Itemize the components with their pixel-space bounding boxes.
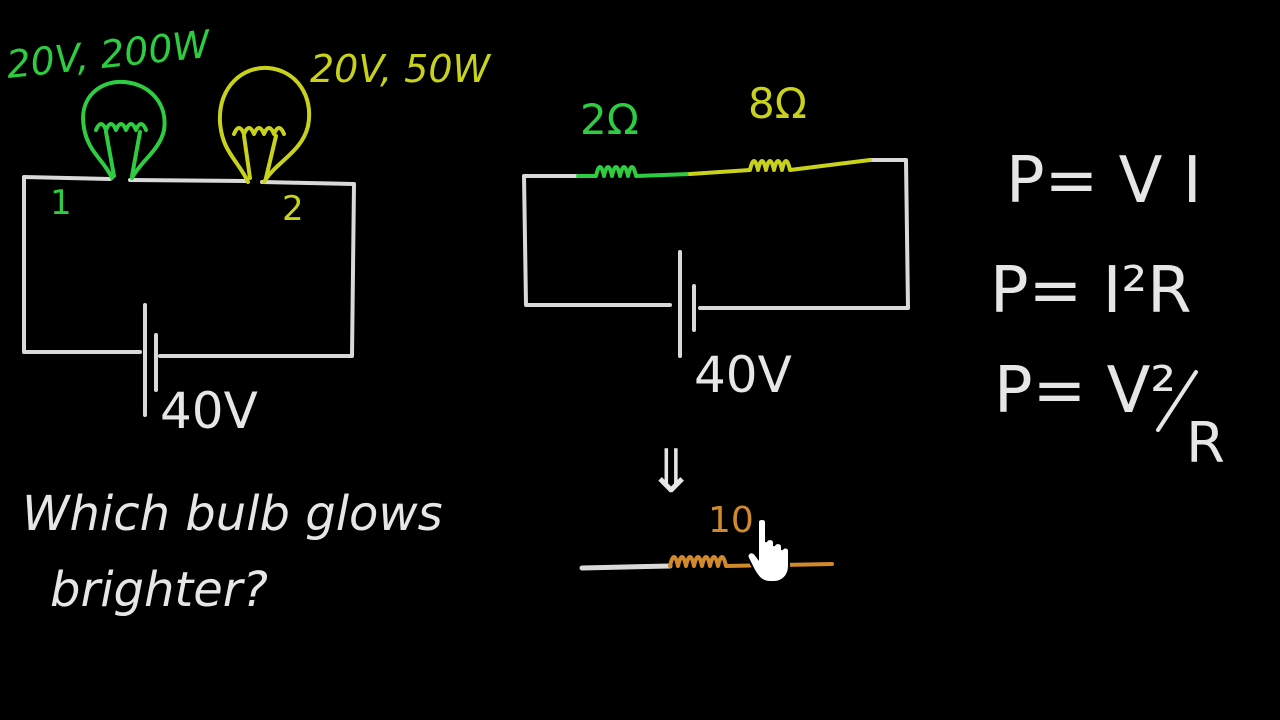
- left-circuit: [22, 65, 356, 417]
- bulb-2-label: 2: [282, 189, 304, 229]
- down-arrow-icon: ⇓: [646, 437, 696, 507]
- question-line-2: brighter?: [50, 562, 268, 618]
- resistor-2ohm: [576, 165, 692, 178]
- resistor-8ohm: [688, 158, 872, 176]
- left-circuit-wire: [22, 175, 356, 358]
- formula-p-vi: P= V I: [1006, 144, 1202, 218]
- left-battery-label: 40V: [160, 382, 258, 440]
- bulb-1-label: 1: [50, 183, 72, 223]
- formula-p-i2r: P= I²R: [990, 254, 1192, 328]
- question-line-1: Which bulb glows: [22, 486, 443, 542]
- right-circuit: [522, 158, 910, 358]
- hand-pointer-icon: [746, 518, 790, 583]
- formula-p-v2r-numerator: P= V²: [994, 354, 1176, 428]
- equivalent-resistor: [579, 555, 834, 571]
- formula-p-v2r-denominator: R: [1186, 411, 1225, 476]
- equivalent-resistor-label: 10: [708, 500, 754, 541]
- formula-fraction-slash: [1156, 370, 1198, 432]
- bulb-2: [217, 65, 312, 184]
- resistor-2ohm-label: 2Ω: [580, 95, 639, 144]
- right-circuit-wire: [522, 158, 910, 310]
- resistor-8ohm-label: 8Ω: [748, 79, 807, 128]
- bulb-1-rating: 20V, 200W: [4, 22, 213, 87]
- bulb-1: [81, 79, 167, 180]
- right-battery-label: 40V: [694, 346, 792, 404]
- bulb-2-rating: 20V, 50W: [310, 47, 492, 91]
